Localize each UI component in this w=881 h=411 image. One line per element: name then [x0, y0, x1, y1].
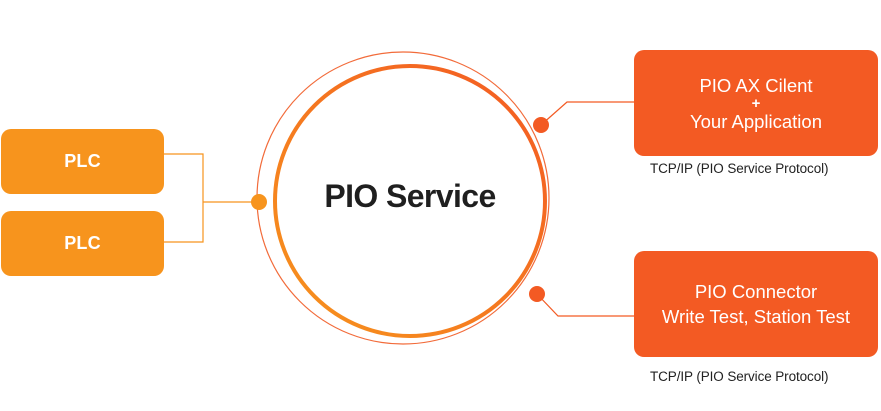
pio-service-label: PIO Service [324, 178, 496, 214]
inner-ring [273, 64, 547, 338]
connector-protocol-caption: TCP/IP (PIO Service Protocol) [650, 369, 829, 384]
plc-connector-dot [251, 194, 267, 210]
client-connector-dot [533, 117, 549, 133]
pio-connector-subtitle: Write Test, Station Test [661, 306, 851, 327]
plus-sign: + [751, 94, 761, 112]
plc-box-1: PLC [1, 129, 164, 194]
pio-connector-title: PIO Connector [694, 281, 818, 302]
plc-connector-line [163, 153, 258, 243]
your-application-label: Your Application [689, 110, 822, 132]
connector-connector-line [536, 293, 634, 317]
plc-box-2: PLC [1, 211, 164, 276]
client-connector-line [540, 101, 634, 126]
pio-ax-client-title: PIO AX Cilent [699, 74, 813, 96]
pio-connector-box: PIO Connector Write Test, Station Test [634, 251, 878, 357]
pio-ax-client-box: PIO AX Cilent + Your Application [634, 50, 878, 156]
connector-connector-dot [529, 286, 545, 302]
plc-box-label: PLC [64, 233, 101, 253]
plc-box-label: PLC [64, 151, 101, 171]
client-protocol-caption: TCP/IP (PIO Service Protocol) [650, 161, 829, 176]
